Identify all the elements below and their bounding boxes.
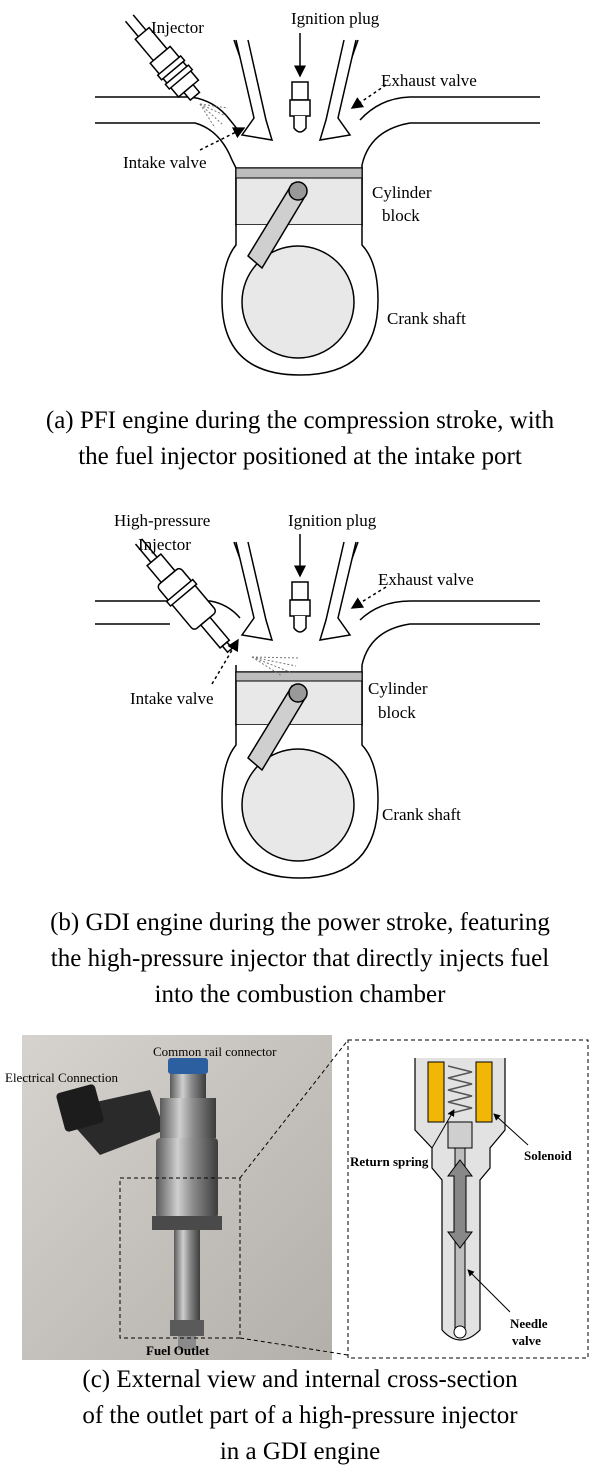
injector-label-line1: High-pressure [114, 511, 210, 530]
needle-valve-label-line2: valve [512, 1333, 541, 1348]
injector-cross-section [414, 1058, 506, 1341]
exhaust-port-wall [361, 623, 540, 666]
crank-shaft [241, 245, 355, 359]
zoom-connector-line [239, 1039, 349, 1179]
fuel-outlet-label: Fuel Outlet [146, 1343, 210, 1358]
solenoid-label: Solenoid [524, 1148, 572, 1163]
panel-b-gdi-engine: High-pressure Injector Ignition plug Exh… [0, 500, 600, 890]
injector-icon [124, 14, 201, 102]
ignition-plug-icon [289, 81, 311, 133]
needle-motion-arrow [447, 1159, 473, 1249]
intake-valve-arrow [199, 127, 246, 151]
exhaust-valve-label: Exhaust valve [378, 570, 474, 589]
exhaust-port-wall [361, 122, 540, 166]
piston-pin [288, 683, 308, 703]
injector-label-line2: Injector [138, 535, 191, 554]
intake-port-wall [95, 600, 241, 619]
ignition-plug-label: Ignition plug [291, 9, 380, 28]
cylinder-block-label-line2: block [378, 703, 416, 722]
pfi-engine-diagram: Injector Ignition plug Exhaust valve Int… [95, 9, 540, 376]
exhaust-valve-arrow [350, 84, 387, 109]
solenoid-right [475, 1061, 493, 1123]
crank-shaft-label: Crank shaft [387, 309, 466, 328]
exhaust-valve-arrow [350, 586, 387, 609]
caption-a-line1: (a) PFI engine during the compression st… [45, 407, 555, 434]
high-pressure-injector-icon [134, 538, 234, 654]
caption-b-line2: the high-pressure injector that directly… [50, 945, 550, 972]
return-spring-arrow [431, 1109, 455, 1149]
exhaust-valve-shape [318, 541, 357, 641]
caption-a-line2: the fuel injector positioned at the inta… [78, 443, 522, 470]
ignition-plug-icon [289, 581, 311, 633]
exhaust-valve-shape [318, 39, 357, 141]
crank-shaft [241, 748, 355, 862]
exhaust-port-wall [359, 600, 540, 621]
zoom-region-box [119, 1177, 241, 1339]
intake-valve-shape [235, 39, 274, 141]
caption-c-line1: (c) External view and internal cross-sec… [82, 1366, 518, 1393]
intake-valve-shape [235, 541, 274, 641]
needle-valve-arrow [467, 1269, 511, 1313]
caption-b: (b) GDI engine during the power stroke, … [0, 905, 600, 1013]
electrical-connection-label: Electrical Connection [5, 1070, 118, 1085]
exhaust-port-wall [359, 96, 540, 121]
exhaust-valve-label: Exhaust valve [381, 71, 477, 90]
caption-b-line3: into the combustion chamber [154, 981, 446, 1008]
injector-label: Injector [151, 18, 204, 37]
piston-ring [235, 671, 363, 682]
panel-a-pfi-engine: Injector Ignition plug Exhaust valve Int… [0, 0, 600, 380]
solenoid-left [427, 1061, 445, 1123]
return-spring-coil [447, 1065, 473, 1115]
zoom-connector-line [239, 1337, 349, 1356]
caption-c-line2: of the outlet part of a high-pressure in… [82, 1402, 518, 1429]
intake-valve-label: Intake valve [130, 689, 214, 708]
intake-valve-arrow [211, 638, 239, 685]
gdi-engine-diagram: High-pressure Injector Ignition plug Exh… [95, 511, 540, 879]
return-spring-label: Return spring [350, 1154, 429, 1169]
intake-valve-label: Intake valve [123, 153, 207, 172]
cylinder-block-label-line1: Cylinder [372, 183, 432, 202]
intake-port-wall [95, 96, 239, 131]
cylinder-block-label-line1: Cylinder [368, 679, 428, 698]
caption-a: (a) PFI engine during the compression st… [0, 403, 600, 475]
caption-c: (c) External view and internal cross-sec… [0, 1362, 600, 1470]
injector-views-figure: Common rail connector Electrical Connect… [5, 1035, 589, 1360]
needle-valve-label-line1: Needle [510, 1316, 548, 1331]
piston-ring [235, 167, 363, 179]
piston-pin [288, 181, 308, 201]
caption-b-line1: (b) GDI engine during the power stroke, … [50, 909, 550, 936]
intake-port-wall [95, 122, 237, 169]
cylinder-block-label-line2: block [382, 206, 420, 225]
solenoid-arrow [493, 1113, 529, 1146]
panel-c-injector-views: Common rail connector Electrical Connect… [0, 1030, 600, 1360]
fuel-spray [251, 656, 301, 677]
ignition-plug-label: Ignition plug [288, 511, 377, 530]
crank-shaft-label: Crank shaft [382, 805, 461, 824]
common-rail-label: Common rail connector [153, 1044, 277, 1059]
fuel-spray [199, 103, 229, 129]
caption-c-line3: in a GDI engine [219, 1438, 381, 1465]
